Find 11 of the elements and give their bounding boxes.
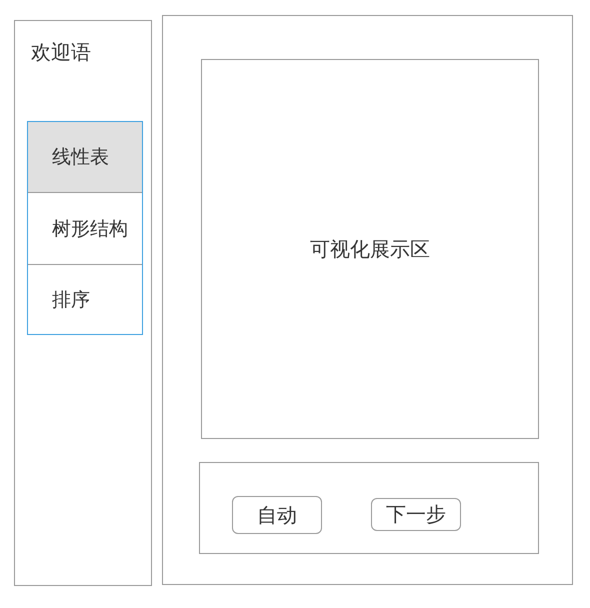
menu-item: 树形结构 xyxy=(28,193,142,265)
menu-item: 排序 xyxy=(28,265,142,334)
welcome-heading: 欢迎语 xyxy=(31,39,91,66)
control-bar xyxy=(199,462,539,554)
next-step-button: 下一步 xyxy=(371,498,461,531)
content-panel xyxy=(162,15,573,585)
visualization-area: 可视化展示区 xyxy=(201,59,539,439)
menu-panel xyxy=(27,121,143,335)
menu-item: 线性表 xyxy=(28,122,142,193)
auto-button: 自动 xyxy=(232,496,322,534)
sidebar-panel xyxy=(14,20,152,586)
